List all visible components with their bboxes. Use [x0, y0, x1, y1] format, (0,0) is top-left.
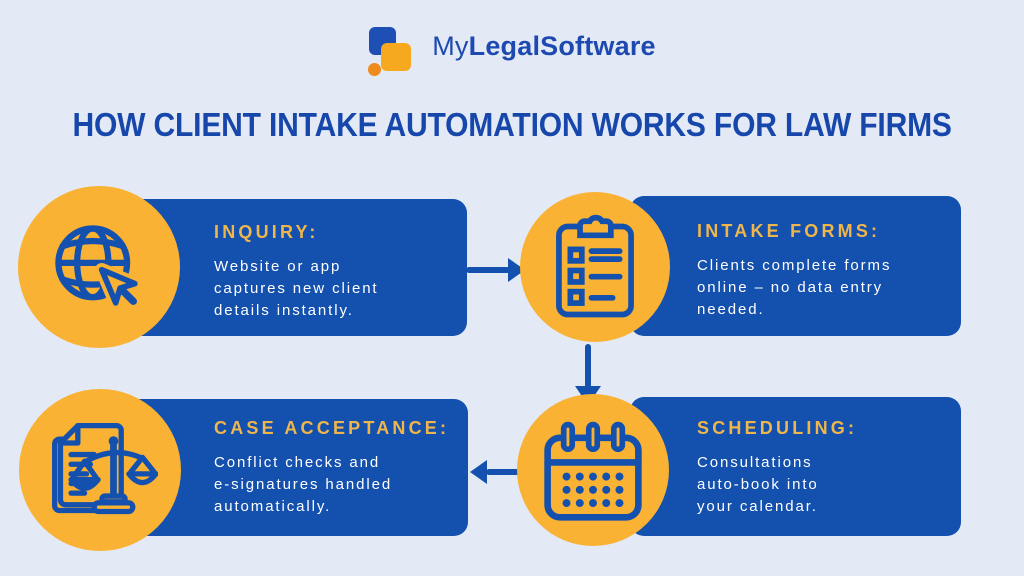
case-acceptance-icon-circle	[19, 389, 181, 551]
logo-yellow-square	[381, 43, 412, 71]
logo-wordmark: MyLegalSoftware	[432, 31, 656, 62]
case-acceptance-body: Conflict checks and e-signatures handled…	[214, 454, 393, 515]
globe-cursor-icon	[47, 215, 151, 319]
logo-wordmark-regular: My	[432, 30, 469, 61]
logo: MyLegalSoftware	[0, 18, 1024, 76]
document-scales-icon	[42, 416, 158, 524]
inquiry-body: Website or app captures new client detai…	[214, 258, 379, 319]
logo-wordmark-bold: LegalSoftware	[468, 30, 656, 61]
intake-forms-heading: INTAKE FORMS:	[697, 221, 881, 241]
arrow-shaft	[466, 267, 510, 273]
scheduling-icon-circle	[517, 394, 669, 546]
logo-mark-icon	[368, 20, 420, 76]
inquiry-text-block: INQUIRY: Website or app captures new cli…	[214, 221, 464, 322]
arrow-head-left-icon	[470, 460, 487, 484]
case-acceptance-heading: CASE ACCEPTANCE:	[214, 418, 450, 438]
scheduling-body: Consultations auto-book into your calend…	[697, 454, 819, 515]
inquiry-heading: INQUIRY:	[214, 222, 319, 242]
page-title: HOW CLIENT INTAKE AUTOMATION WORKS FOR L…	[0, 106, 1024, 144]
arrow-shaft	[486, 469, 528, 475]
page-title-text: HOW CLIENT INTAKE AUTOMATION WORKS FOR L…	[72, 106, 952, 143]
clipboard-checklist-icon	[551, 212, 639, 322]
intake-forms-body: Clients complete forms online – no data …	[697, 257, 892, 318]
scheduling-heading: SCHEDULING:	[697, 418, 858, 438]
card-intake-forms	[630, 196, 961, 336]
card-scheduling	[630, 397, 961, 536]
inquiry-icon-circle	[18, 186, 180, 348]
scheduling-text-block: SCHEDULING: Consultations auto-book into…	[697, 417, 952, 518]
intake-forms-icon-circle	[520, 192, 670, 342]
arrow-shaft	[585, 344, 591, 388]
logo-orange-dot	[368, 63, 382, 76]
intake-forms-text-block: INTAKE FORMS: Clients complete forms onl…	[697, 220, 965, 321]
calendar-icon	[541, 417, 645, 523]
case-acceptance-text-block: CASE ACCEPTANCE: Conflict checks and e-s…	[214, 417, 469, 518]
